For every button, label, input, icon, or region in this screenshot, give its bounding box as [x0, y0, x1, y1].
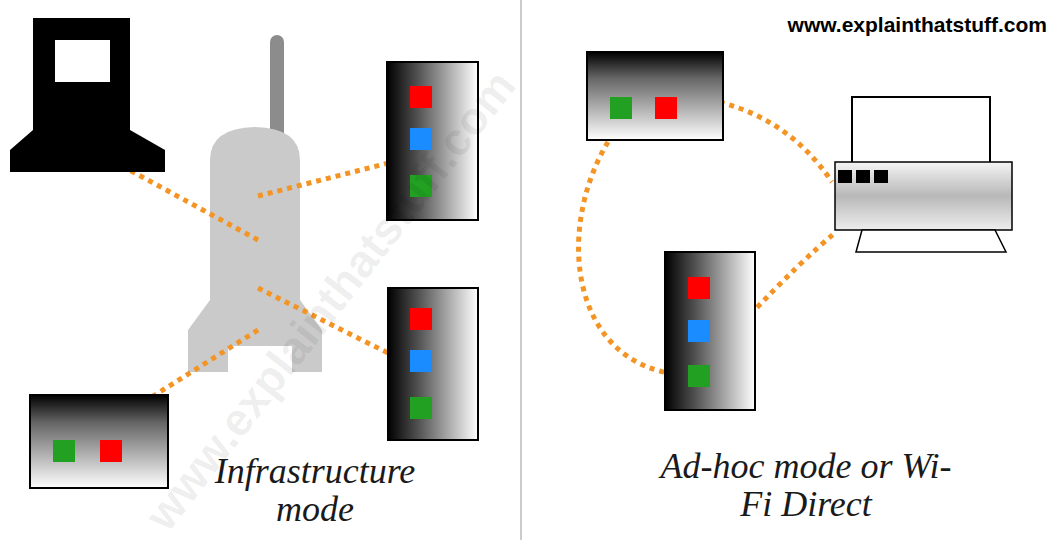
wireless-device-part	[688, 277, 710, 299]
wireless-device-part	[30, 395, 168, 488]
printer-part	[856, 230, 1006, 252]
wireless-device	[587, 52, 723, 140]
wireless-device	[665, 252, 755, 410]
mode-caption: Infrastructure mode	[180, 452, 450, 528]
printer-part	[874, 170, 888, 183]
panel-divider	[520, 0, 522, 540]
laptop-part	[10, 18, 165, 172]
printer-part	[852, 97, 990, 165]
wireless-device-part	[587, 52, 723, 140]
wifi-links-part	[750, 232, 836, 315]
printer-part	[856, 170, 870, 183]
wireless-device-part	[655, 97, 677, 119]
printer	[835, 97, 1012, 252]
wireless-device-part	[100, 440, 122, 462]
printer-part	[835, 162, 1012, 230]
laptop	[10, 18, 165, 172]
wireless-device-part	[53, 440, 75, 462]
wireless-device	[388, 288, 478, 440]
site-url: www.explainthatstuff.com	[722, 12, 1047, 38]
wireless-device-part	[410, 350, 432, 372]
wireless-device-part	[688, 320, 710, 342]
wireless-device-part	[610, 97, 632, 119]
printer-part	[838, 170, 852, 183]
mode-caption: Ad-hoc mode or Wi-Fi Direct	[660, 447, 952, 523]
wireless-device-part	[410, 397, 432, 419]
wireless-device-part	[410, 308, 432, 330]
wireless-device-part	[665, 252, 755, 410]
wireless-device-part	[388, 288, 478, 440]
wireless-device-part	[688, 365, 710, 387]
wireless-device-part	[410, 86, 432, 108]
laptop-part	[55, 40, 110, 82]
wireless-device	[30, 395, 168, 488]
